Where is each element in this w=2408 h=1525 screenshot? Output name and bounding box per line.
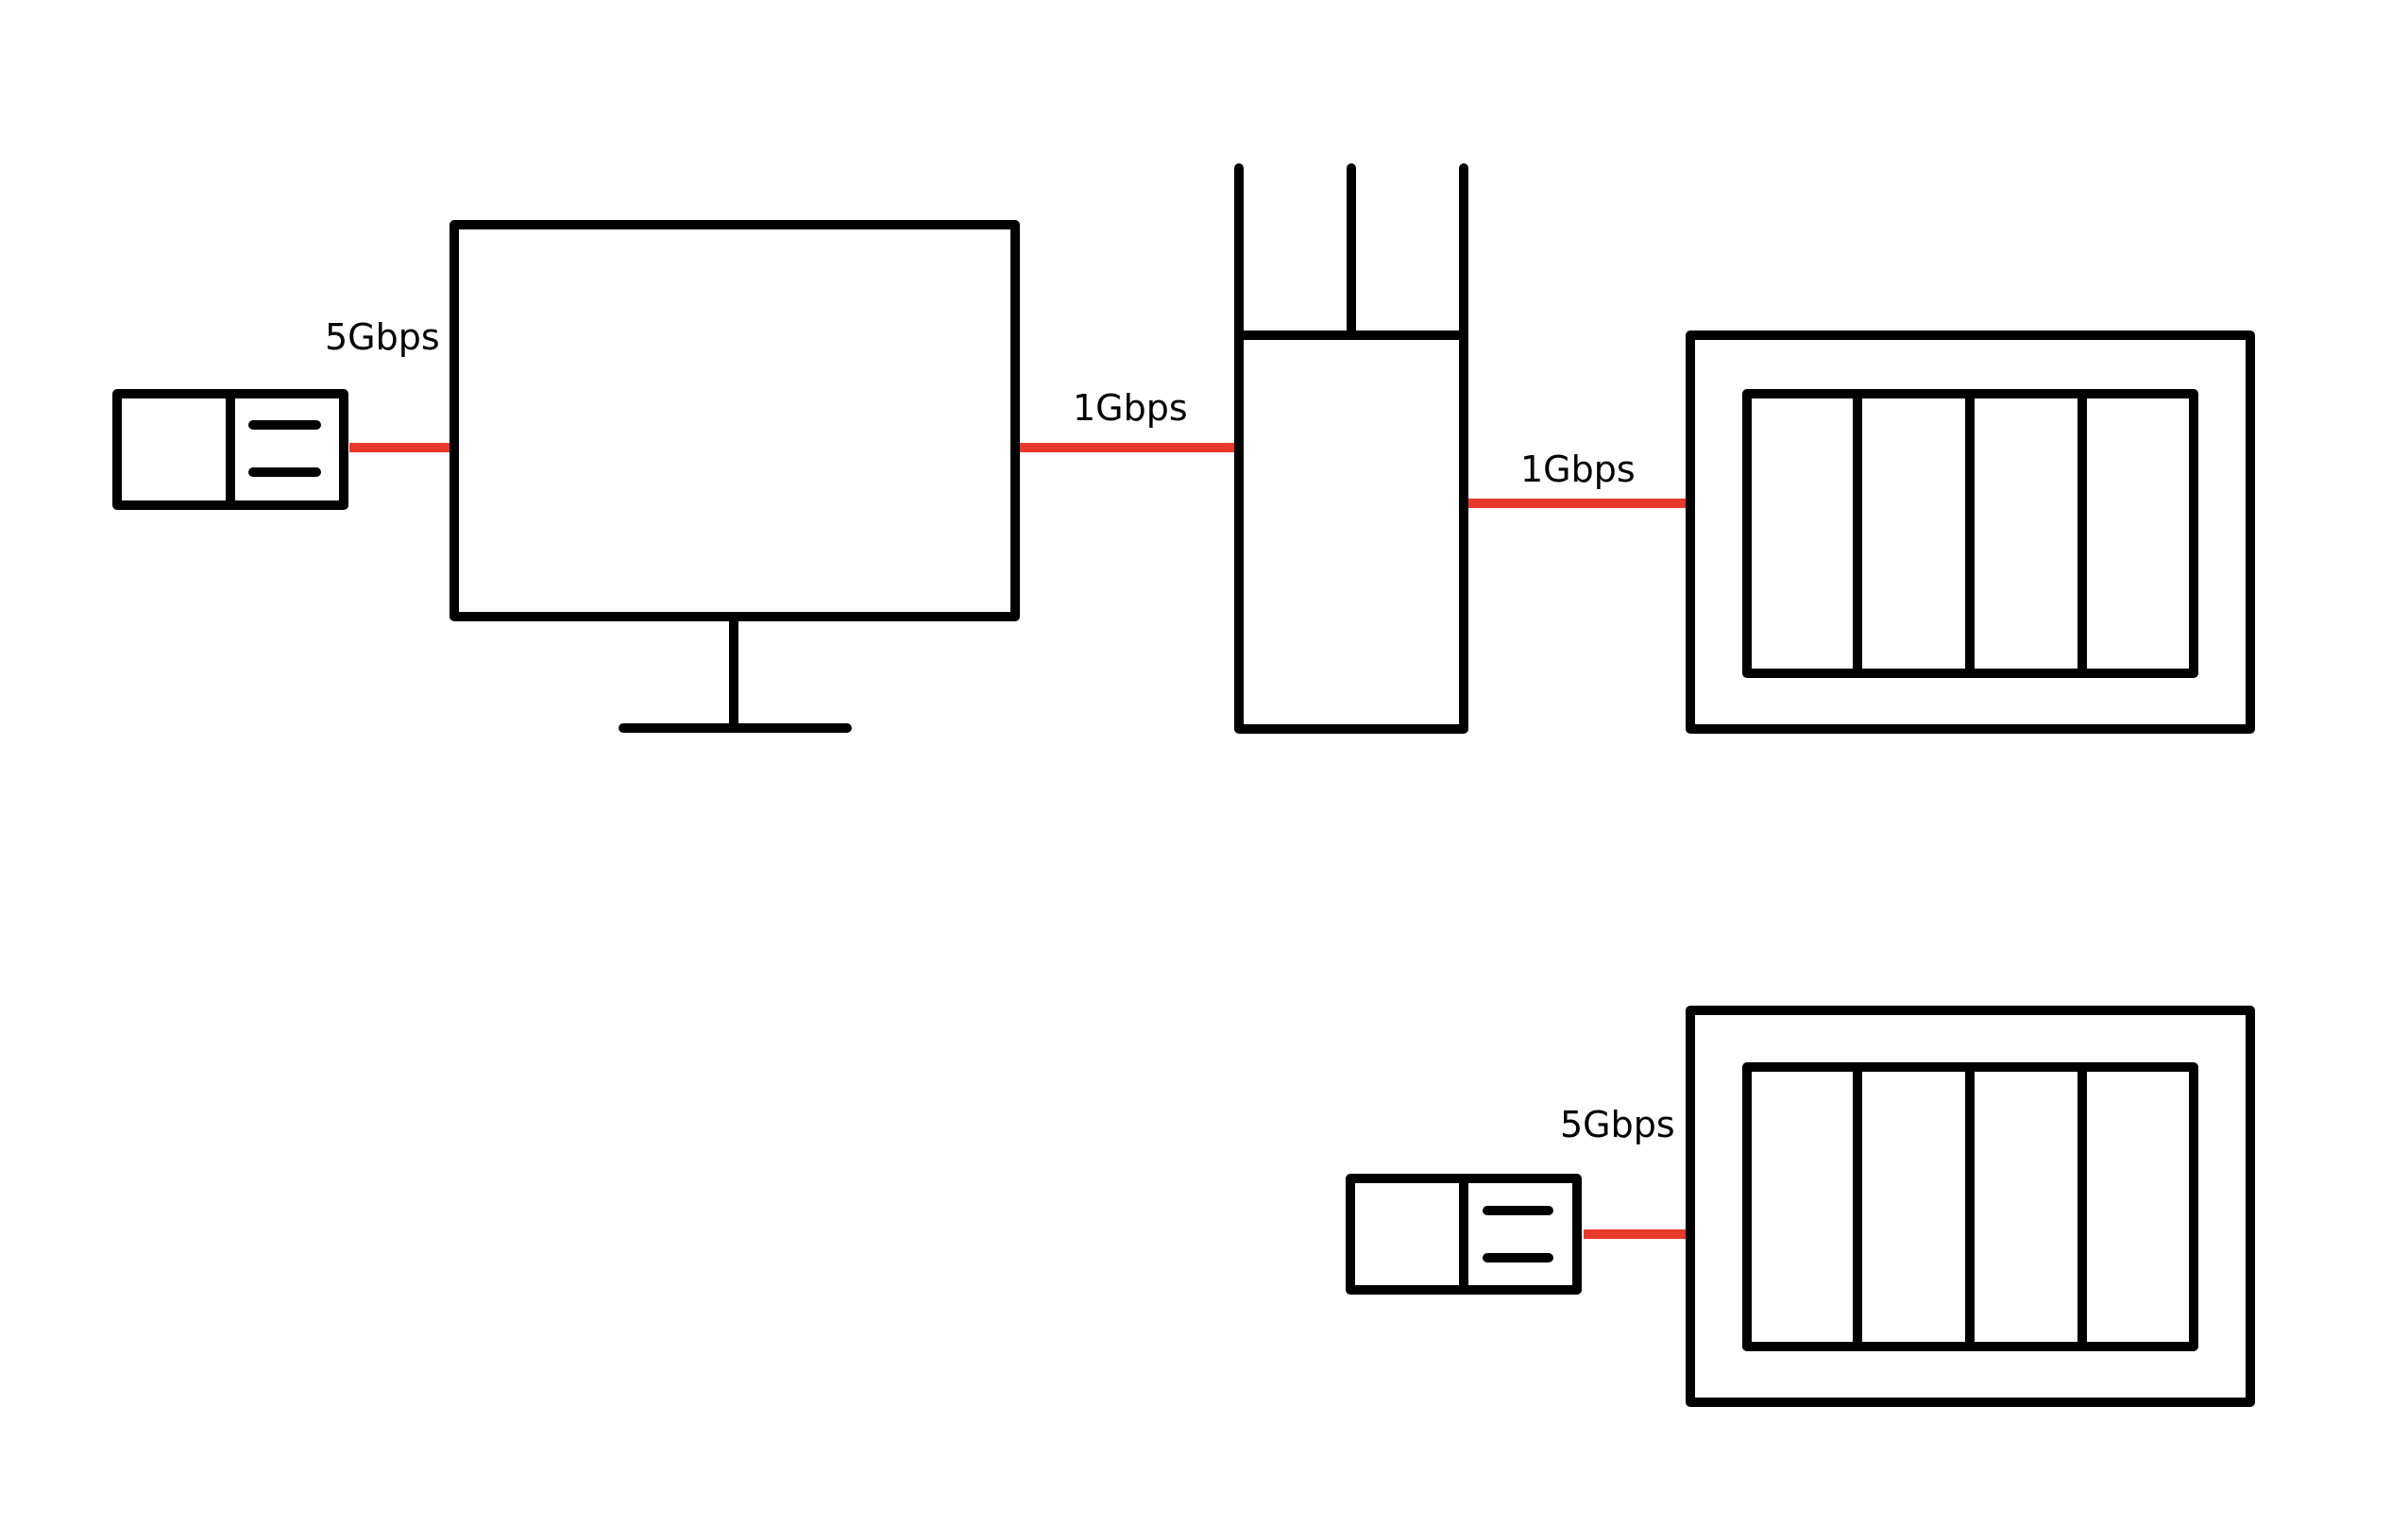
link-speed-label: 5Gbps bbox=[1560, 1104, 1675, 1145]
usb-network-adapter-icon bbox=[1346, 1174, 1582, 1295]
link-speed-label: 1Gbps bbox=[1073, 387, 1188, 429]
nas-four-bay-icon bbox=[1686, 1006, 2255, 1407]
link-speed-label: 5Gbps bbox=[325, 316, 440, 358]
nas-four-bay-icon bbox=[1686, 330, 2255, 734]
link-speed-label: 1Gbps bbox=[1520, 449, 1636, 490]
usb-network-adapter-icon bbox=[112, 389, 348, 510]
desktop-monitor-icon bbox=[449, 220, 1020, 733]
wifi-router-icon bbox=[1234, 163, 1468, 734]
